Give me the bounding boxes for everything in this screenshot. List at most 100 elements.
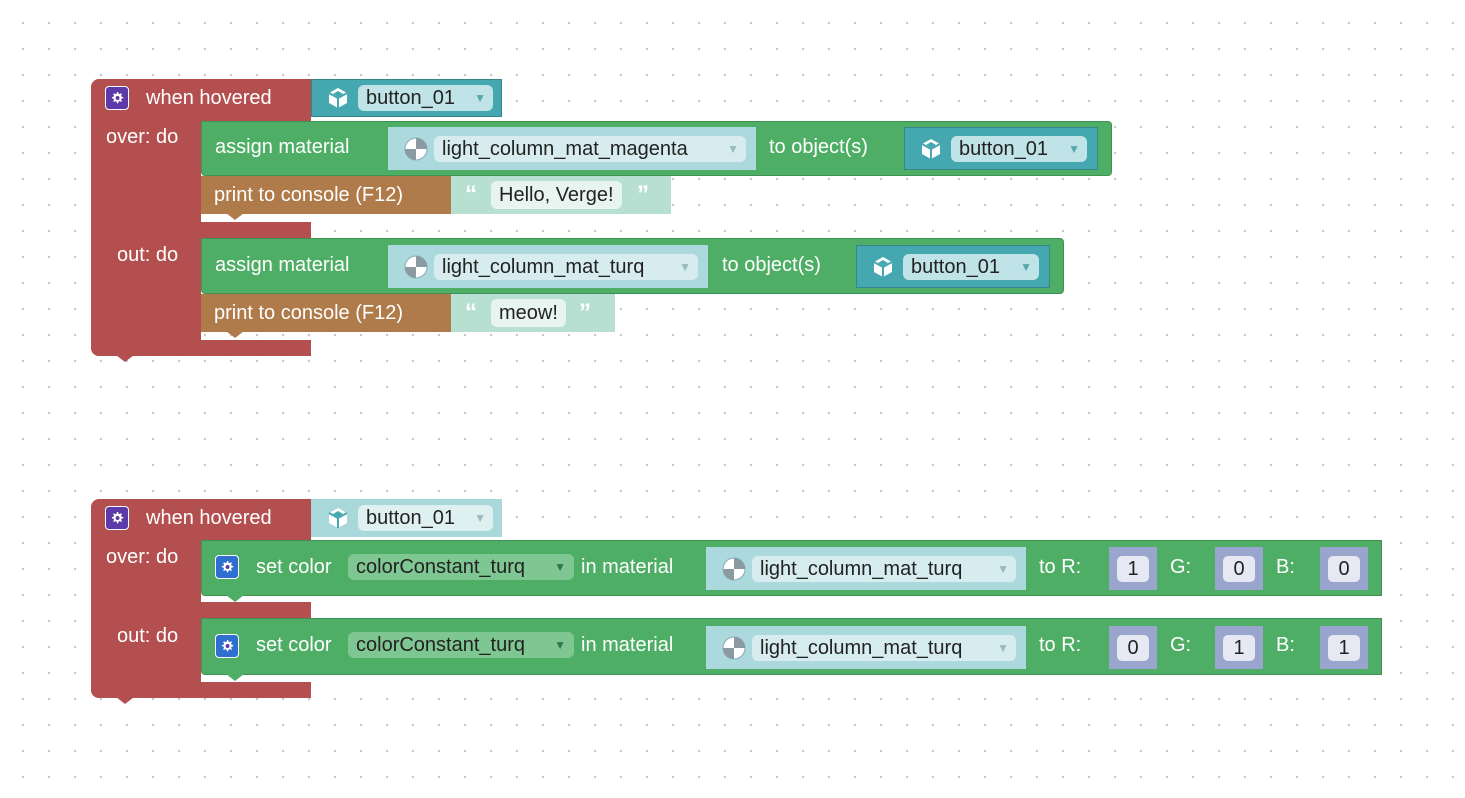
- material-selector-block[interactable]: light_column_mat_turq ▼: [706, 626, 1026, 669]
- number-block-g[interactable]: 0: [1215, 547, 1263, 590]
- material-dropdown-value: light_column_mat_magenta: [442, 137, 688, 160]
- sphere-icon: [722, 636, 746, 660]
- assign-material-block[interactable]: assign material light_column_mat_magenta…: [201, 121, 1112, 176]
- material-dropdown-value: light_column_mat_turq: [760, 636, 963, 659]
- material-dropdown-value: light_column_mat_turq: [442, 255, 645, 278]
- r-label: to R:: [1039, 556, 1082, 578]
- print-console-block[interactable]: print to console (F12): [201, 176, 451, 214]
- material-selector-block[interactable]: light_column_mat_magenta ▼: [388, 127, 756, 170]
- string-block[interactable]: “ meow! ”: [451, 294, 615, 332]
- set-color-label: set color: [256, 556, 332, 578]
- chevron-down-icon: ▼: [474, 91, 486, 105]
- chevron-down-icon: ▼: [554, 638, 566, 652]
- object-selector-block[interactable]: button_01 ▼: [311, 499, 502, 537]
- over-do-label: over: do: [106, 546, 179, 568]
- object-dropdown-value: button_01: [366, 507, 455, 529]
- event-block-divider: [91, 602, 311, 618]
- print-console-label: print to console (F12): [214, 184, 403, 206]
- b-label: B:: [1276, 634, 1295, 656]
- material-dropdown[interactable]: light_column_mat_turq ▼: [752, 555, 1016, 582]
- object-selector-block[interactable]: button_01 ▼: [904, 127, 1098, 170]
- print-console-label: print to console (F12): [214, 302, 403, 324]
- object-dropdown[interactable]: button_01 ▼: [951, 135, 1087, 162]
- to-objects-label: to object(s): [769, 136, 868, 158]
- out-do-label: out: do: [117, 625, 179, 647]
- number-block-b[interactable]: 0: [1320, 547, 1368, 590]
- b-label: B:: [1276, 556, 1295, 578]
- object-dropdown[interactable]: button_01 ▼: [358, 85, 493, 111]
- material-selector-block[interactable]: light_column_mat_turq ▼: [706, 547, 1026, 590]
- close-quote-icon: ”: [579, 299, 591, 326]
- event-block-footer: [91, 340, 311, 356]
- cube-icon: [326, 506, 350, 530]
- chevron-down-icon: ▼: [727, 141, 739, 156]
- block-notch: [226, 674, 244, 681]
- set-color-label: set color: [256, 634, 332, 656]
- open-quote-icon: “: [465, 299, 477, 326]
- number-field-b[interactable]: 1: [1328, 634, 1360, 661]
- color-dropdown-value: colorConstant_turq: [356, 556, 525, 578]
- object-dropdown-value: button_01: [959, 137, 1048, 160]
- chevron-down-icon: ▼: [1068, 141, 1080, 156]
- color-dropdown[interactable]: colorConstant_turq ▼: [348, 554, 574, 580]
- gear-icon[interactable]: [105, 86, 129, 110]
- out-do-label: out: do: [117, 244, 179, 266]
- string-field[interactable]: Hello, Verge!: [491, 181, 622, 209]
- material-dropdown[interactable]: light_column_mat_turq ▼: [434, 253, 698, 280]
- hat-label: when hovered: [146, 87, 272, 109]
- over-do-label: over: do: [106, 126, 179, 148]
- object-dropdown[interactable]: button_01 ▼: [358, 505, 493, 531]
- number-field-r[interactable]: 0: [1117, 634, 1149, 661]
- event-block-footer: [91, 682, 311, 698]
- in-material-label: in material: [581, 556, 674, 578]
- material-dropdown[interactable]: light_column_mat_magenta ▼: [434, 135, 746, 162]
- gear-icon[interactable]: [105, 506, 129, 530]
- set-color-block[interactable]: set color colorConstant_turq ▼ in materi…: [201, 618, 1382, 675]
- set-color-block[interactable]: set color colorConstant_turq ▼ in materi…: [201, 540, 1382, 596]
- assign-material-label: assign material: [215, 136, 350, 158]
- chevron-down-icon: ▼: [997, 640, 1009, 655]
- assign-material-block[interactable]: assign material light_column_mat_turq ▼ …: [201, 238, 1064, 294]
- gear-icon[interactable]: [215, 634, 239, 658]
- object-dropdown-value: button_01: [911, 255, 1000, 278]
- number-block-b[interactable]: 1: [1320, 626, 1368, 669]
- sphere-icon: [404, 137, 428, 161]
- block-notch: [226, 331, 244, 338]
- object-selector-block[interactable]: button_01 ▼: [856, 245, 1050, 288]
- event-block-bottom-notch: [116, 697, 134, 704]
- r-label: to R:: [1039, 634, 1082, 656]
- hat-label: when hovered: [146, 507, 272, 529]
- cube-icon: [326, 86, 350, 110]
- material-dropdown[interactable]: light_column_mat_turq ▼: [752, 634, 1016, 661]
- gear-icon[interactable]: [215, 555, 239, 579]
- number-field-r[interactable]: 1: [1117, 555, 1149, 582]
- string-block[interactable]: “ Hello, Verge! ”: [451, 176, 671, 214]
- number-block-g[interactable]: 1: [1215, 626, 1263, 669]
- material-selector-block[interactable]: light_column_mat_turq ▼: [388, 245, 708, 288]
- number-field-g[interactable]: 1: [1223, 634, 1255, 661]
- g-label: G:: [1170, 634, 1192, 656]
- material-dropdown-value: light_column_mat_turq: [760, 557, 963, 580]
- color-dropdown[interactable]: colorConstant_turq ▼: [348, 632, 574, 658]
- color-dropdown-value: colorConstant_turq: [356, 634, 525, 656]
- number-block-r[interactable]: 0: [1109, 626, 1157, 669]
- print-console-block[interactable]: print to console (F12): [201, 294, 451, 332]
- number-field-b[interactable]: 0: [1328, 555, 1360, 582]
- object-dropdown[interactable]: button_01 ▼: [903, 253, 1039, 280]
- number-block-r[interactable]: 1: [1109, 547, 1157, 590]
- in-material-label: in material: [581, 634, 674, 656]
- chevron-down-icon: ▼: [554, 560, 566, 574]
- block-notch: [226, 595, 244, 602]
- event-block-bottom-notch: [116, 355, 134, 362]
- number-field-g[interactable]: 0: [1223, 555, 1255, 582]
- open-quote-icon: “: [465, 181, 477, 208]
- chevron-down-icon: ▼: [474, 511, 486, 525]
- sphere-icon: [722, 557, 746, 581]
- object-selector-block[interactable]: button_01 ▼: [311, 79, 502, 117]
- chevron-down-icon: ▼: [997, 561, 1009, 576]
- object-dropdown-value: button_01: [366, 87, 455, 109]
- sphere-icon: [404, 255, 428, 279]
- chevron-down-icon: ▼: [679, 259, 691, 274]
- chevron-down-icon: ▼: [1020, 259, 1032, 274]
- string-field[interactable]: meow!: [491, 299, 566, 327]
